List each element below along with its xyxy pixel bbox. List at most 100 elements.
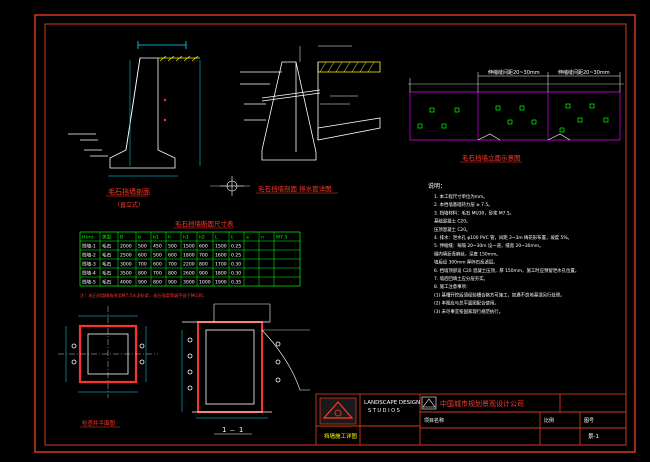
- size-table-cell: 600: [168, 253, 177, 259]
- size-table-cell: 800: [168, 271, 177, 277]
- title-logo-line1: LANDSCAPE DESIGN: [364, 400, 420, 406]
- size-table-cell: 0.30: [231, 262, 241, 268]
- elevation-dim-left: 伸缩缝间距20~30mm: [488, 69, 540, 76]
- size-table-cell: h: [168, 235, 171, 241]
- size-table-cell: 0.25: [231, 253, 241, 259]
- size-table-cell: 500: [138, 244, 147, 250]
- drawing-origin-cross: [210, 176, 250, 196]
- size-table-cell: 2200: [183, 262, 195, 268]
- notes-line: (3) 未尽事宜按国家现行规范执行。: [434, 308, 503, 315]
- notes-line: 5. 伸缩缝：每隔 20~30m 设一道，缝宽 20~30mm。: [434, 242, 543, 249]
- notes-line: 缝内填沥青麻丝，深度 150mm。: [434, 250, 501, 257]
- wall-section-b: [240, 45, 381, 161]
- size-table-cell: M7.5: [276, 235, 287, 241]
- size-table-title: 毛石挡墙断面尺寸表: [175, 219, 234, 228]
- size-table-cell: a: [246, 236, 249, 241]
- title-scale-label: 比例: [544, 417, 554, 424]
- size-table-cell: 挡墙-1: [82, 243, 96, 250]
- wall-section-a-subtitle: （直立式）: [114, 201, 144, 209]
- size-table-cell: 0.30: [231, 271, 241, 277]
- wall-section-a: [68, 41, 201, 177]
- elevation-dim-right: 伸缩缝间距20~30mm: [558, 69, 610, 76]
- notes-line: 4. 排水：泄水孔 φ100 PVC 管，间距 2~3m 梅花形布置，坡度 5%…: [434, 234, 572, 241]
- size-table-cell: 800: [153, 280, 162, 286]
- wall-elevation: [408, 72, 624, 141]
- size-table-cell: 4000: [120, 280, 132, 286]
- size-table-cell: 1500: [183, 244, 195, 250]
- size-table-cell: 900: [138, 280, 147, 286]
- size-table-cell: 700: [168, 262, 177, 268]
- size-table-cell: B: [120, 235, 123, 241]
- company-logo: [319, 397, 357, 425]
- size-table-cell: 挡墙-5: [82, 279, 96, 286]
- size-table-cell: 1700: [215, 262, 227, 268]
- notes-line: 6. 挡墙顶部设 C20 混凝土压顶，厚 150mm，施工时应预留泄水孔位置。: [434, 267, 579, 274]
- section-1-1: [181, 303, 310, 419]
- size-table-cell: 700: [199, 253, 208, 259]
- size-table-cell: 600: [199, 244, 208, 250]
- plan-detail: [58, 306, 158, 398]
- wall-section-a-title: 毛石挡墙剖面: [108, 187, 150, 196]
- size-table-cell: L: [215, 235, 218, 241]
- notes-line: 1. 本工程尺寸单位为mm。: [434, 193, 488, 200]
- size-table-cell: 毛石: [102, 279, 112, 286]
- size-table-cell: b: [138, 235, 141, 241]
- size-table-cell: 800: [199, 262, 208, 268]
- size-table-cell: 类型: [102, 234, 112, 241]
- size-table-cell: 挡墙-4: [82, 270, 96, 277]
- size-table-cell: 450: [153, 244, 162, 250]
- size-table-cell: 1900: [215, 280, 227, 286]
- size-table-cell: 700: [138, 262, 147, 268]
- construction-notes: 说明： 1. 本工程尺寸单位为mm。2. 本挡墙基础持力层 ≥ 7.5。3. 挡墙…: [428, 182, 579, 315]
- size-table-cell: 1800: [183, 253, 195, 259]
- notes-heading: 说明：: [428, 182, 446, 190]
- size-table-cell: n: [261, 236, 264, 241]
- size-table-footnote: 注：毛石挡墙砌筑采用M7.5水泥砂浆，毛石强度等级不低于MU30。: [80, 292, 207, 299]
- size-table-cell: 500: [168, 244, 177, 250]
- notes-line: 压顶混凝土 C20。: [434, 226, 470, 233]
- notes-line: 墙后设 300mm 厚碎石反滤层。: [434, 259, 498, 266]
- size-table-cell: 2500: [120, 253, 132, 259]
- size-table-cell: t: [231, 235, 233, 241]
- title-sheet-label: 图号: [584, 418, 594, 424]
- size-table-cell: 挡墙-3: [82, 261, 96, 268]
- section-1-1-title: 1 — 1: [222, 426, 243, 434]
- size-table-cell: 900: [168, 280, 177, 286]
- size-table-cell: h2: [199, 235, 205, 241]
- size-table-cell: 2000: [120, 244, 132, 250]
- sheet-outer-border: [34, 14, 636, 453]
- size-table-cell: 3500: [120, 271, 132, 277]
- size-table-cell: 900: [199, 271, 208, 277]
- size-table-cell: 600: [138, 253, 147, 259]
- size-table-cell: 毛石: [102, 243, 112, 250]
- weep-holes: [417, 103, 609, 133]
- size-table-cell: 毛石: [102, 261, 112, 268]
- plan-detail-title: 检查井平面图: [82, 419, 116, 427]
- wall-elevation-title: 毛石挡墙立面示意图: [462, 153, 521, 162]
- notes-line: 8. 施工注意事项：: [434, 283, 470, 290]
- notes-line: 7. 墙后回填土应分层夯实。: [434, 275, 488, 282]
- notes-line: 2. 本挡墙基础持力层 ≥ 7.5。: [434, 201, 493, 208]
- size-table-cell: 1000: [199, 280, 211, 286]
- size-table-cell: H(m): [82, 235, 94, 241]
- notes-line: 3. 挡墙材料：毛石 MU30，砂浆 M7.5。: [434, 209, 514, 216]
- title-drawing-name: 挡墙施工详图: [324, 432, 358, 440]
- notes-line: (2) 本图应与总平面图配合使用。: [434, 300, 499, 307]
- size-table-cell: 毛石: [102, 252, 112, 259]
- title-project-label: 项目名称: [424, 417, 444, 424]
- size-table-cell: 挡墙-2: [82, 252, 96, 259]
- size-table-cell: 500: [153, 253, 162, 259]
- title-block: [315, 393, 627, 446]
- size-table-cell: 3000: [120, 262, 132, 268]
- size-table-cell: 1800: [215, 271, 227, 277]
- size-table-cell: 1500: [215, 244, 227, 250]
- size-table: H(m)挡墙-1挡墙-2挡墙-3挡墙-4挡墙-5类型毛石毛石毛石毛石毛石B200…: [79, 231, 301, 287]
- title-sheet-no: 景-1: [588, 433, 599, 440]
- notes-line: (1) 基槽开挖后须经验槽合格方可施工，如遇不良地基须另行处理。: [434, 291, 565, 298]
- notes-line: 基础混凝土 C20。: [434, 218, 470, 225]
- wall-section-b-title: 毛石挡墙剖面 排水管详图: [258, 184, 332, 193]
- title-company: 中国城市规划景观设计公司: [440, 399, 524, 408]
- size-table-cell: 1600: [215, 253, 227, 259]
- size-table-cell: 2600: [183, 271, 195, 277]
